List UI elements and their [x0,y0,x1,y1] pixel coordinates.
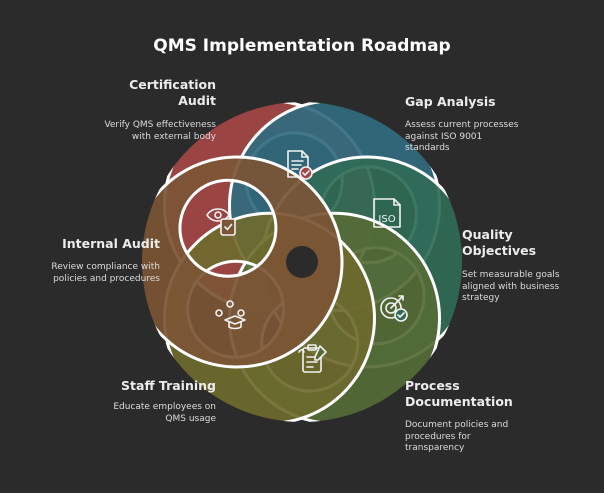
step-desc-gap-analysis: Assess current processes against ISO 900… [405,120,519,153]
iso-icon-text: ISO [378,214,395,225]
diagram-title: QMS Implementation Roadmap [153,36,451,56]
petal-internal-audit [142,155,344,369]
step-desc-staff-training: Educate employees on QMS usage [113,402,216,424]
target-check-icon [380,295,408,322]
step-label-quality-objectives: Quality Objectives [462,227,537,258]
step-label-process-documentation: Process Documentation [405,378,513,409]
center-hole [286,246,318,278]
document-check-icon [287,150,313,180]
step-label-certification-audit: Certification Audit [129,77,216,108]
graduation-team-icon [215,300,246,330]
clipboard-edit-icon [298,344,327,373]
step-desc-quality-objectives: Set measurable goals aligned with busine… [462,270,560,303]
step-desc-process-documentation: Document policies and procedures for tra… [405,420,509,453]
step-label-staff-training: Staff Training [121,378,216,393]
iso-document-icon: ISO [373,198,401,228]
eye-clipboard-icon [206,208,236,236]
step-desc-certification-audit: Verify QMS effectiveness with external b… [104,120,216,142]
step-label-internal-audit: Internal Audit [62,236,160,251]
step-desc-internal-audit: Review compliance with policies and proc… [51,262,160,284]
step-label-gap-analysis: Gap Analysis [405,94,496,109]
